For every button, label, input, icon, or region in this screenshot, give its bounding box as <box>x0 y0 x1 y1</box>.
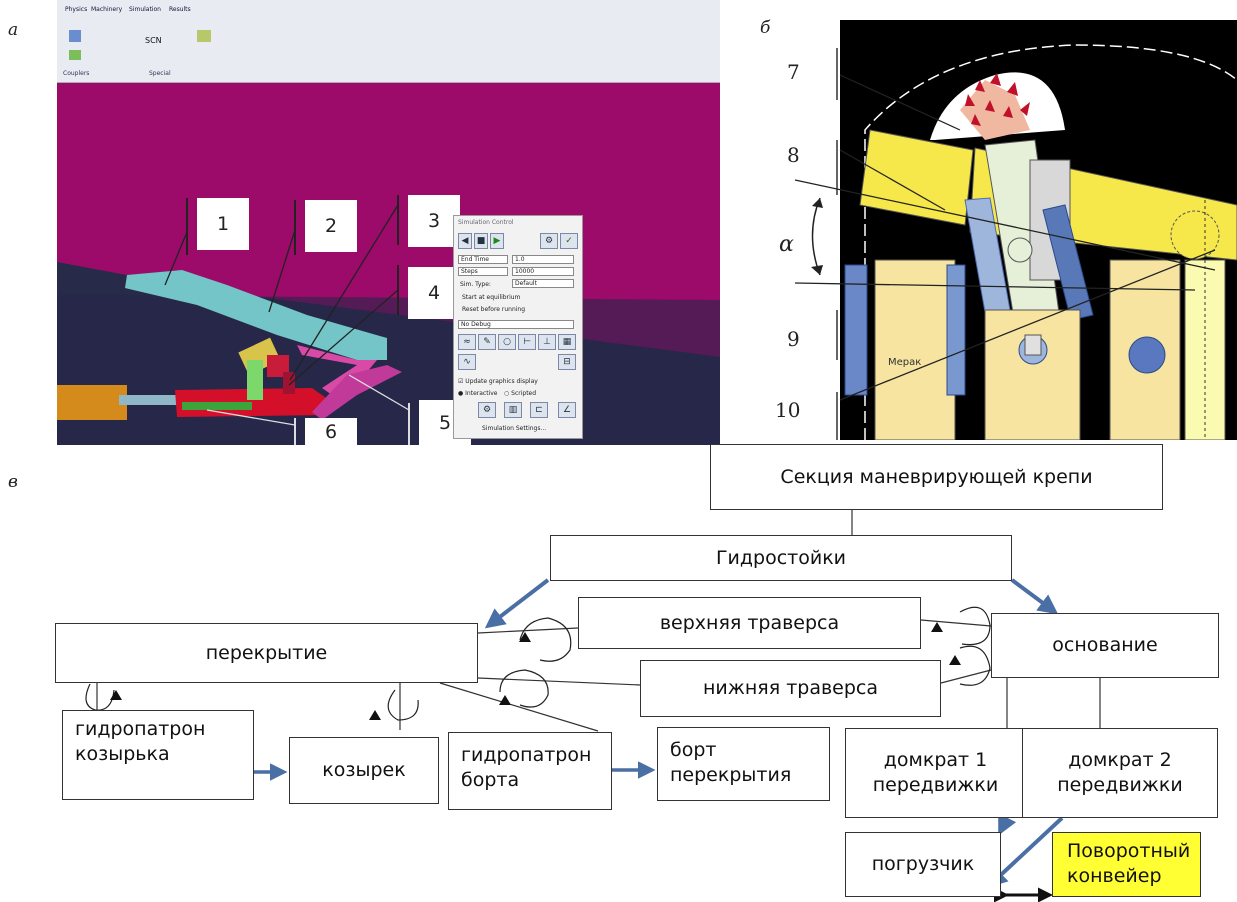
scripted-radio[interactable]: ○ Scripted <box>504 390 537 397</box>
tool-icon-1[interactable]: ≈ <box>458 334 476 350</box>
panel-label-a: а <box>8 20 19 40</box>
tool-icon-3[interactable]: ○ <box>498 334 516 350</box>
node-conveyor: Поворотный конвейер <box>1052 832 1201 897</box>
inner-label: Мерак <box>888 357 922 368</box>
node-hydro-visor: гидропатрон козырька <box>62 710 254 800</box>
node-jack1-line2: передвижки <box>872 774 999 796</box>
graph-icon[interactable]: ∠ <box>558 402 576 418</box>
update-graphics-checkbox[interactable]: ☑ Update graphics display <box>458 378 538 385</box>
wrench-icon[interactable]: ✎ <box>478 334 496 350</box>
label-4: 4 <box>408 267 460 319</box>
node-jack2-line1: домкрат 2 <box>1068 749 1172 772</box>
end-time-input[interactable]: 1.0 <box>512 255 574 264</box>
panel-label-v: в <box>8 472 18 492</box>
node-hydro-visor-line2: козырька <box>75 742 170 765</box>
label-1: 1 <box>197 198 249 250</box>
node-jack1: домкрат 1 передвижки <box>845 728 1026 818</box>
tool-icon-4[interactable]: ⊢ <box>518 334 536 350</box>
sim-type-select[interactable]: Default <box>512 279 574 288</box>
node-side-line1: борт <box>670 739 717 761</box>
start-equilibrium-option[interactable]: Start at equilibrium <box>462 294 521 301</box>
settings-gear-icon[interactable]: ⚙ <box>540 233 558 249</box>
ribbon-tab-simulation[interactable]: Simulation <box>129 6 161 13</box>
node-hydro-side-line2: борта <box>461 768 520 791</box>
node-loader: погрузчик <box>845 832 1001 897</box>
coupler-icon[interactable] <box>69 30 81 42</box>
wave-icon[interactable]: ∿ <box>458 354 476 370</box>
scn-icon[interactable]: SCN <box>145 36 162 45</box>
ribbon-tab-results[interactable]: Results <box>169 6 191 13</box>
node-jack2-line2: передвижки <box>1057 774 1183 796</box>
sim-type-label: Sim. Type: <box>460 281 491 288</box>
panel-b-scene <box>794 20 1237 440</box>
node-side: борт перекрытия <box>657 727 830 801</box>
scripted-label: Scripted <box>511 390 537 397</box>
tool-icon-10[interactable]: ▥ <box>504 402 522 418</box>
node-side-line2: перекрытия <box>670 763 792 786</box>
interactive-label: Interactive <box>465 390 498 397</box>
label-3: 3 <box>408 195 460 247</box>
label-alpha: α <box>779 232 794 257</box>
play-button[interactable]: ▶ <box>490 233 504 249</box>
panel-b-drawing: 7 8 α 9 10 Мерак <box>775 20 1237 440</box>
tool-icon-11[interactable]: ⊏ <box>530 402 548 418</box>
node-hydro-visor-line1: гидропатрон <box>75 718 206 740</box>
tool-icon-8[interactable]: ⊟ <box>558 354 576 370</box>
ribbon-tab-machinery[interactable]: Machinery <box>91 6 123 13</box>
panel-label-b: б <box>760 18 771 38</box>
interactive-radio[interactable]: ● Interactive <box>458 390 498 397</box>
node-upper-traverse: верхняя траверса <box>578 597 921 649</box>
apply-check-icon[interactable]: ✓ <box>560 233 578 249</box>
node-base: основание <box>991 613 1219 678</box>
sim-title: Simulation Control <box>458 219 514 226</box>
reset-before-option[interactable]: Reset before running <box>462 306 526 313</box>
simulation-control-panel: Simulation Control ◀ ■ ▶ ⚙ ✓ End Time 1.… <box>453 215 583 439</box>
steps-select[interactable]: Steps <box>458 267 508 276</box>
rewind-button[interactable]: ◀ <box>458 233 472 249</box>
end-time-select[interactable]: End Time <box>458 255 508 264</box>
node-jack2: домкрат 2 передвижки <box>1022 728 1218 818</box>
tool-icon-6[interactable]: ▦ <box>558 334 576 350</box>
node-hydro-side: гидропатрон борта <box>448 732 612 810</box>
tool-icon-9[interactable]: ⚙ <box>478 402 496 418</box>
spring-icon[interactable] <box>69 50 81 60</box>
node-conveyor-line1: Поворотный <box>1067 840 1191 862</box>
node-hydrostoyki: Гидростойки <box>550 535 1012 581</box>
node-section: Секция маневрирующей крепи <box>710 444 1163 510</box>
steps-input[interactable]: 10000 <box>512 267 574 276</box>
ribbon-tab-physics[interactable]: Physics <box>65 6 88 13</box>
label-10: 10 <box>775 398 801 422</box>
update-graphics-label: Update graphics display <box>465 378 538 385</box>
simulation-settings-button[interactable]: Simulation Settings... <box>482 425 547 432</box>
ribbon-group-special: Special <box>149 70 171 77</box>
tool-icon-5[interactable]: ⊥ <box>538 334 556 350</box>
node-conveyor-line2: конвейер <box>1067 864 1162 887</box>
joint-icon[interactable] <box>197 30 211 42</box>
node-visor: козырек <box>289 737 439 804</box>
node-jack1-line1: домкрат 1 <box>883 749 988 772</box>
debug-select[interactable]: No Debug <box>458 320 574 329</box>
stop-button[interactable]: ■ <box>474 233 488 249</box>
ribbon-group-couplers: Couplers <box>63 70 90 77</box>
node-hydro-side-line1: гидропатрон <box>461 744 592 766</box>
label-6: 6 <box>305 418 357 445</box>
label-8: 8 <box>787 143 800 167</box>
label-7: 7 <box>787 60 800 84</box>
node-lower-traverse: нижняя траверса <box>640 660 941 717</box>
node-overlap: перекрытие <box>55 623 478 683</box>
cad-ribbon: Physics Machinery Simulation Results SCN… <box>57 0 720 83</box>
label-2: 2 <box>305 200 357 252</box>
label-9: 9 <box>787 327 800 351</box>
